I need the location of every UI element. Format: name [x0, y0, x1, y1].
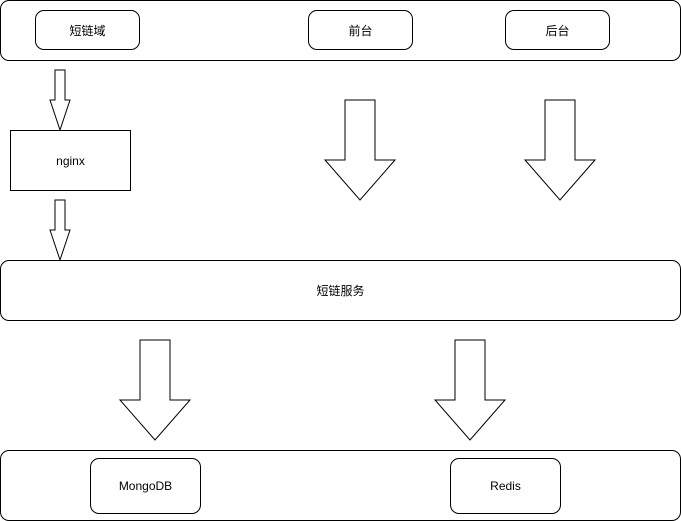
arrow-backend-to-service — [523, 99, 597, 201]
nginx-label: nginx — [56, 153, 85, 168]
arrow-frontend-to-service — [323, 99, 397, 201]
short-link-service-node[interactable]: 短链服务 — [0, 260, 681, 321]
arrow-service-to-mongodb — [118, 339, 192, 441]
backend-node[interactable]: 后台 — [505, 10, 610, 50]
mongodb-label: MongoDB — [118, 479, 173, 493]
mongodb-node[interactable]: MongoDB — [90, 458, 201, 514]
short-domain-node[interactable]: 短链域 — [35, 10, 140, 50]
arrow-nginx-to-service — [49, 199, 71, 262]
short-domain-label: 短链域 — [69, 23, 106, 38]
redis-node[interactable]: Redis — [450, 458, 561, 514]
frontend-label: 前台 — [348, 23, 373, 38]
arrow-service-to-redis — [433, 339, 507, 441]
backend-label: 后台 — [545, 23, 570, 38]
redis-label: Redis — [490, 479, 521, 493]
frontend-node[interactable]: 前台 — [308, 10, 413, 50]
short-link-service-label: 短链服务 — [316, 284, 365, 298]
nginx-node[interactable]: nginx — [10, 130, 131, 191]
arrow-domain-to-nginx — [49, 69, 71, 132]
